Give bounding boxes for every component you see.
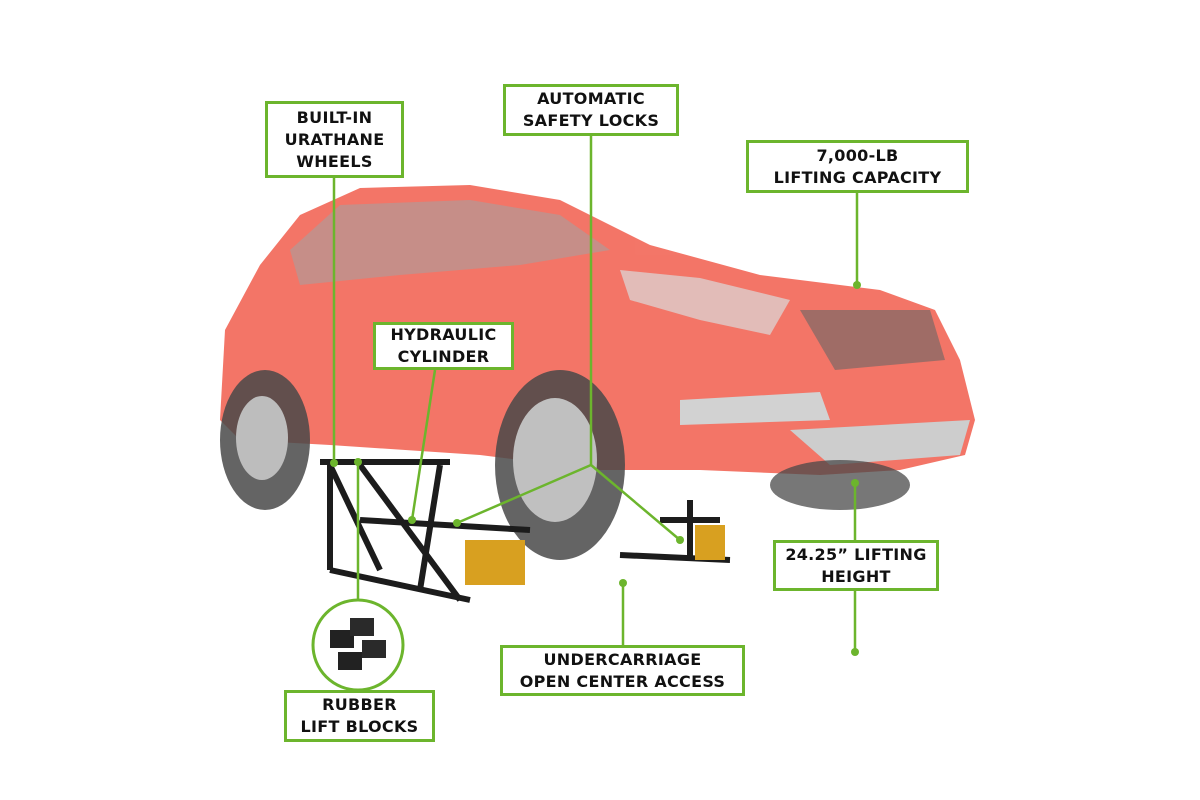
callout-text: AUTOMATIC <box>537 89 645 108</box>
callout-text: 24.25” LIFTING <box>785 544 927 564</box>
callout-hydraulic-cylinder: HYDRAULIC CYLINDER <box>373 322 514 370</box>
callout-urathane-wheels: BUILT-IN URATHANE WHEELS <box>265 101 404 178</box>
callout-lifting-height: 24.25” LIFTING HEIGHT <box>773 540 939 591</box>
callout-lines <box>332 136 859 652</box>
callout-text: 7,000-LB <box>816 145 899 165</box>
callout-text: SAFETY LOCKS <box>522 111 660 130</box>
callout-text: HYDRAULIC <box>390 325 497 344</box>
callout-text: LIFTING CAPACITY <box>773 167 942 187</box>
callout-text: LIFT BLOCKS <box>300 717 419 736</box>
warning-label-decal <box>465 540 525 585</box>
car-image <box>220 185 975 560</box>
callout-text: HEIGHT <box>821 566 891 586</box>
warning-label-decal <box>695 525 725 560</box>
callout-text: CYLINDER <box>397 347 490 366</box>
callout-text: URATHANE <box>284 129 385 149</box>
rubber-blocks-inset <box>311 598 405 692</box>
callout-text: OPEN CENTER ACCESS <box>519 671 726 691</box>
callout-safety-locks: AUTOMATIC SAFETY LOCKS <box>503 84 679 136</box>
callout-lifting-capacity: 7,000-LB LIFTING CAPACITY <box>746 140 969 193</box>
callout-text: BUILT-IN <box>296 107 373 127</box>
callout-text: RUBBER <box>322 695 397 714</box>
callout-text: UNDERCARRIAGE <box>543 649 702 669</box>
callout-open-center-access: UNDERCARRIAGE OPEN CENTER ACCESS <box>500 645 745 696</box>
callout-rubber-lift-blocks: RUBBER LIFT BLOCKS <box>284 690 435 742</box>
quick-jack-stands <box>320 459 731 603</box>
callout-dots <box>330 281 861 656</box>
callout-text: WHEELS <box>296 151 373 171</box>
